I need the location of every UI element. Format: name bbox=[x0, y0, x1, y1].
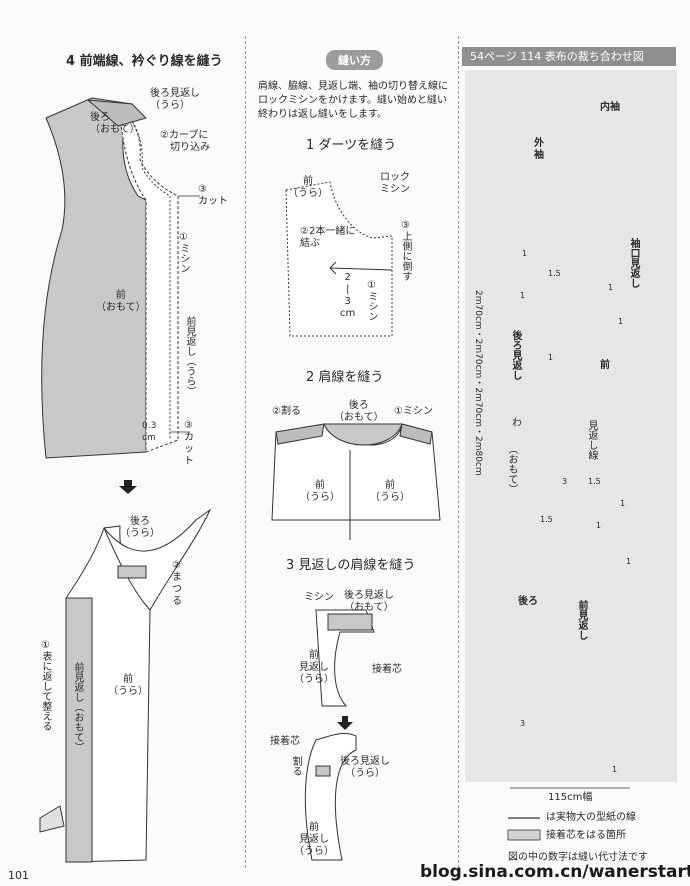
fold-label: わ bbox=[512, 418, 522, 429]
step3-back-facing-back: 後ろ見返し （うら） bbox=[340, 756, 390, 779]
piece-front-facing-piece: 前見返し bbox=[576, 600, 587, 640]
facing-strip bbox=[65, 597, 93, 863]
back-neck-fill bbox=[323, 423, 403, 446]
label-back-back: 後ろ （うら） bbox=[120, 516, 160, 539]
back-body-lower bbox=[103, 508, 212, 611]
intro-text: 肩線、脇線、見返し端、袖の切り替え線にロックミシンをかけます。縫い始めと縫い終わ… bbox=[258, 81, 448, 120]
piece-back-facing: 後ろ見返し bbox=[510, 330, 521, 380]
piece-front-facing: 見返し線 bbox=[586, 420, 597, 460]
dart-front bbox=[285, 181, 393, 337]
column-divider-2 bbox=[458, 36, 459, 868]
step1-title: 1 ダーツを縫う bbox=[306, 138, 397, 153]
facing-top bbox=[119, 108, 179, 453]
label-margin: 0.3 cm bbox=[142, 421, 157, 443]
step3-front-facing2: 前 見返し （うら） bbox=[294, 822, 334, 857]
allowance-num: 1 bbox=[596, 521, 602, 530]
step3-interfacing2: 接着芯 bbox=[270, 736, 300, 747]
step3-interfacing: 接着芯 bbox=[372, 664, 402, 675]
label-front-back: 前 （うら） bbox=[108, 674, 148, 697]
column-divider-1 bbox=[245, 36, 246, 868]
legend-pattern-line: は実物大の型紙の線 bbox=[546, 812, 636, 823]
allowance-num: 1 bbox=[548, 353, 554, 362]
piece-inner-sleeve: 内袖 bbox=[600, 102, 620, 113]
cutting-layout-banner: 54ページ 114 表布の裁ち合わせ図 bbox=[462, 47, 676, 66]
step2-front-left: 前 （うら） bbox=[300, 480, 340, 503]
step2-split: ②割る bbox=[272, 406, 301, 417]
label-front-facing: 前見返し（うら） bbox=[184, 316, 195, 396]
allowance-num: 1.5 bbox=[548, 269, 561, 278]
shoulder-seam-left bbox=[275, 423, 325, 445]
step1-fold-up: ③上側に倒す bbox=[400, 220, 411, 281]
step1-tie: ②2本一緒に 結ぶ bbox=[300, 226, 356, 249]
cutting-layout-panel bbox=[465, 70, 677, 782]
step1-front-back: 前 （うら） bbox=[288, 176, 328, 199]
label-front-facing-out: 前見返し（おもて） bbox=[72, 662, 83, 752]
label-front-front: 前 （おもて） bbox=[96, 290, 146, 313]
piece-outer-sleeve: 外 袖 bbox=[534, 138, 544, 161]
facing-back-band bbox=[327, 613, 373, 631]
facing-shoulder bbox=[315, 609, 375, 707]
piece-back: 後ろ bbox=[518, 596, 538, 607]
front-body-top bbox=[41, 97, 147, 459]
allowance-num: 1 bbox=[608, 283, 614, 292]
step2-title: 2 肩線を縫う bbox=[306, 370, 384, 385]
right-side-label: （おもて） bbox=[506, 444, 517, 494]
piece-front: 前 bbox=[600, 360, 610, 371]
allowance-num: 3 bbox=[520, 719, 526, 728]
fabric-width: 115cm幅 bbox=[548, 792, 593, 803]
legend-interfacing-area: 接着芯をはる箇所 bbox=[546, 830, 626, 841]
dart-line bbox=[329, 267, 393, 271]
step1-lock: ロック ミシン bbox=[380, 172, 410, 195]
step1-sew: ①ミシン bbox=[366, 280, 377, 321]
step4-title: 4 前端線、衿ぐり線を縫う bbox=[66, 54, 223, 69]
legend-note: 図の中の数字は縫い代寸法です bbox=[508, 852, 648, 863]
watermark: blog.sina.com.cn/wanerstart bbox=[420, 862, 690, 882]
piece-cuff-facing: 袖口見返し bbox=[628, 238, 639, 288]
seam-tab bbox=[315, 765, 331, 777]
label-cut-bottom: ③カット bbox=[184, 420, 194, 467]
page-number: 101 bbox=[8, 869, 29, 882]
arrow-down-mid bbox=[337, 716, 353, 730]
allowance-num: 1 bbox=[626, 557, 632, 566]
neck-stitch bbox=[125, 111, 171, 440]
allowance-num: 1 bbox=[520, 291, 526, 300]
label-blind: ②まつる bbox=[172, 560, 182, 607]
allowance-num: 1 bbox=[620, 499, 626, 508]
facing-joined bbox=[304, 733, 357, 861]
legend-area-swatch bbox=[507, 829, 541, 841]
allowance-num: 1 bbox=[612, 765, 618, 774]
allowance-num: 1 bbox=[618, 317, 624, 326]
label-cut-top: ③ カット bbox=[198, 184, 228, 207]
allowance-num: 1 bbox=[522, 249, 528, 258]
step3-title: 3 見返しの肩線を縫う bbox=[286, 558, 416, 573]
shoulder-tack bbox=[117, 565, 147, 579]
allowance-num: 1.5 bbox=[540, 515, 553, 524]
step2-back-front: 後ろ （おもて） bbox=[334, 400, 384, 423]
shoulder-seam-right bbox=[399, 423, 433, 445]
allowance-num: 3 bbox=[562, 477, 568, 486]
step3-sew: ミシン bbox=[304, 592, 334, 603]
allowance-num: 1.5 bbox=[588, 477, 601, 486]
iron-icon bbox=[39, 805, 65, 833]
back-neck-piece bbox=[86, 99, 147, 127]
label-back-facing: 後ろ見返し （うら） bbox=[150, 88, 200, 111]
label-turn: ①表に返して整える bbox=[40, 640, 51, 731]
step3-back-facing-front: 後ろ見返し （おもて） bbox=[344, 590, 394, 613]
step3-split: 割る bbox=[290, 756, 301, 776]
label-curve-notch: ②カーブに 切り込み bbox=[160, 130, 210, 153]
step1-measure: 2 | 3 cm bbox=[340, 272, 356, 319]
fabric-lengths: 2m70cm・2m70cm・2m70cm・2m80cm bbox=[473, 290, 483, 476]
label-back-front: 後ろ （おもて） bbox=[90, 112, 140, 135]
dart-tie bbox=[329, 261, 337, 275]
step3-front-facing: 前 見返し （うら） bbox=[294, 650, 334, 685]
step2-front-right: 前 （うら） bbox=[370, 480, 410, 503]
how-to-sew-pill: 縫い方 bbox=[326, 50, 383, 70]
arrow-down-left bbox=[119, 480, 137, 494]
label-sew: ①ミシン bbox=[178, 232, 189, 273]
step2-sew: ①ミシン bbox=[394, 406, 433, 417]
